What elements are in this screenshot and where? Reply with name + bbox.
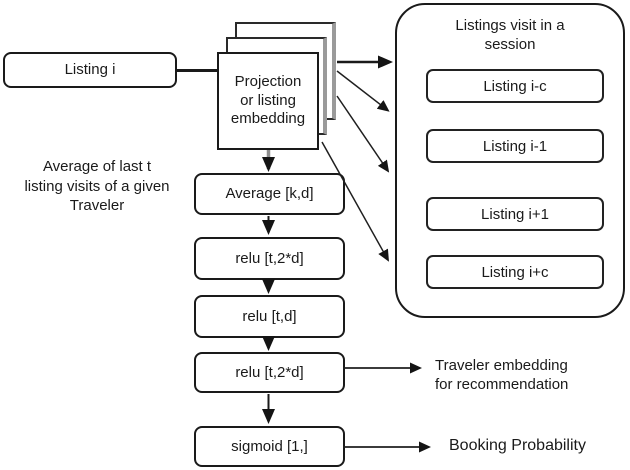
arrow-projection-to-listing-ip1 xyxy=(336,95,390,173)
node-relu-t2d-1: relu [t,2*d] xyxy=(194,237,345,280)
listing-item-label: Listing i+c xyxy=(481,263,549,281)
listing-item: Listing i-1 xyxy=(426,129,604,163)
node-relu-t2d-1-label: relu [t,2*d] xyxy=(235,249,304,267)
note-line: Average of last t xyxy=(42,158,152,175)
node-average: Average [k,d] xyxy=(194,173,345,215)
output-traveler-line: Traveler embedding xyxy=(435,357,568,374)
node-average-label: Average [k,d] xyxy=(225,185,314,202)
node-projection-line: embedding xyxy=(230,110,306,128)
node-relu-td: relu [t,d] xyxy=(194,295,345,338)
node-sigmoid-label: sigmoid [1,] xyxy=(231,437,308,455)
listing-item: Listing i+1 xyxy=(426,197,604,231)
note-average-traveler: Average of last t listing visits of a gi… xyxy=(2,157,192,216)
session-panel-title-line: Listings visit in a xyxy=(455,17,565,34)
node-relu-t2d-2: relu [t,2*d] xyxy=(194,352,345,393)
session-panel-title: Listings visit in a session xyxy=(397,16,623,54)
session-panel: Listings visit in a session Listing i-c … xyxy=(395,3,625,318)
listing-item-label: Listing i-1 xyxy=(482,137,548,155)
listing-item-label: Listing i+1 xyxy=(481,205,549,223)
note-line: Traveler xyxy=(69,197,125,214)
node-sigmoid: sigmoid [1,] xyxy=(194,426,345,467)
listing-item-label: Listing i-c xyxy=(483,77,547,95)
listing-item: Listing i-c xyxy=(426,69,604,103)
output-booking-probability: Booking Probability xyxy=(449,437,629,455)
note-line: listing visits of a given xyxy=(24,177,170,195)
session-panel-title-line: session xyxy=(484,36,536,53)
output-traveler-line: for recommendation xyxy=(435,376,569,393)
node-relu-td-label: relu [t,d] xyxy=(242,307,297,325)
node-projection: Projection or listing embedding xyxy=(217,52,319,150)
node-projection-line: Projection xyxy=(234,73,302,91)
output-booking-label: Booking Probability xyxy=(449,437,586,454)
node-projection-line: or listing xyxy=(240,91,296,109)
node-listing-i-label: Listing i xyxy=(64,61,116,78)
node-listing-i: Listing i xyxy=(3,52,177,88)
listing-item: Listing i+c xyxy=(426,255,604,289)
output-traveler-embedding: Traveler embedding for recommendation xyxy=(435,356,615,394)
node-relu-t2d-2-label: relu [t,2*d] xyxy=(235,363,304,381)
arrow-projection-to-listing-i1 xyxy=(336,70,390,112)
